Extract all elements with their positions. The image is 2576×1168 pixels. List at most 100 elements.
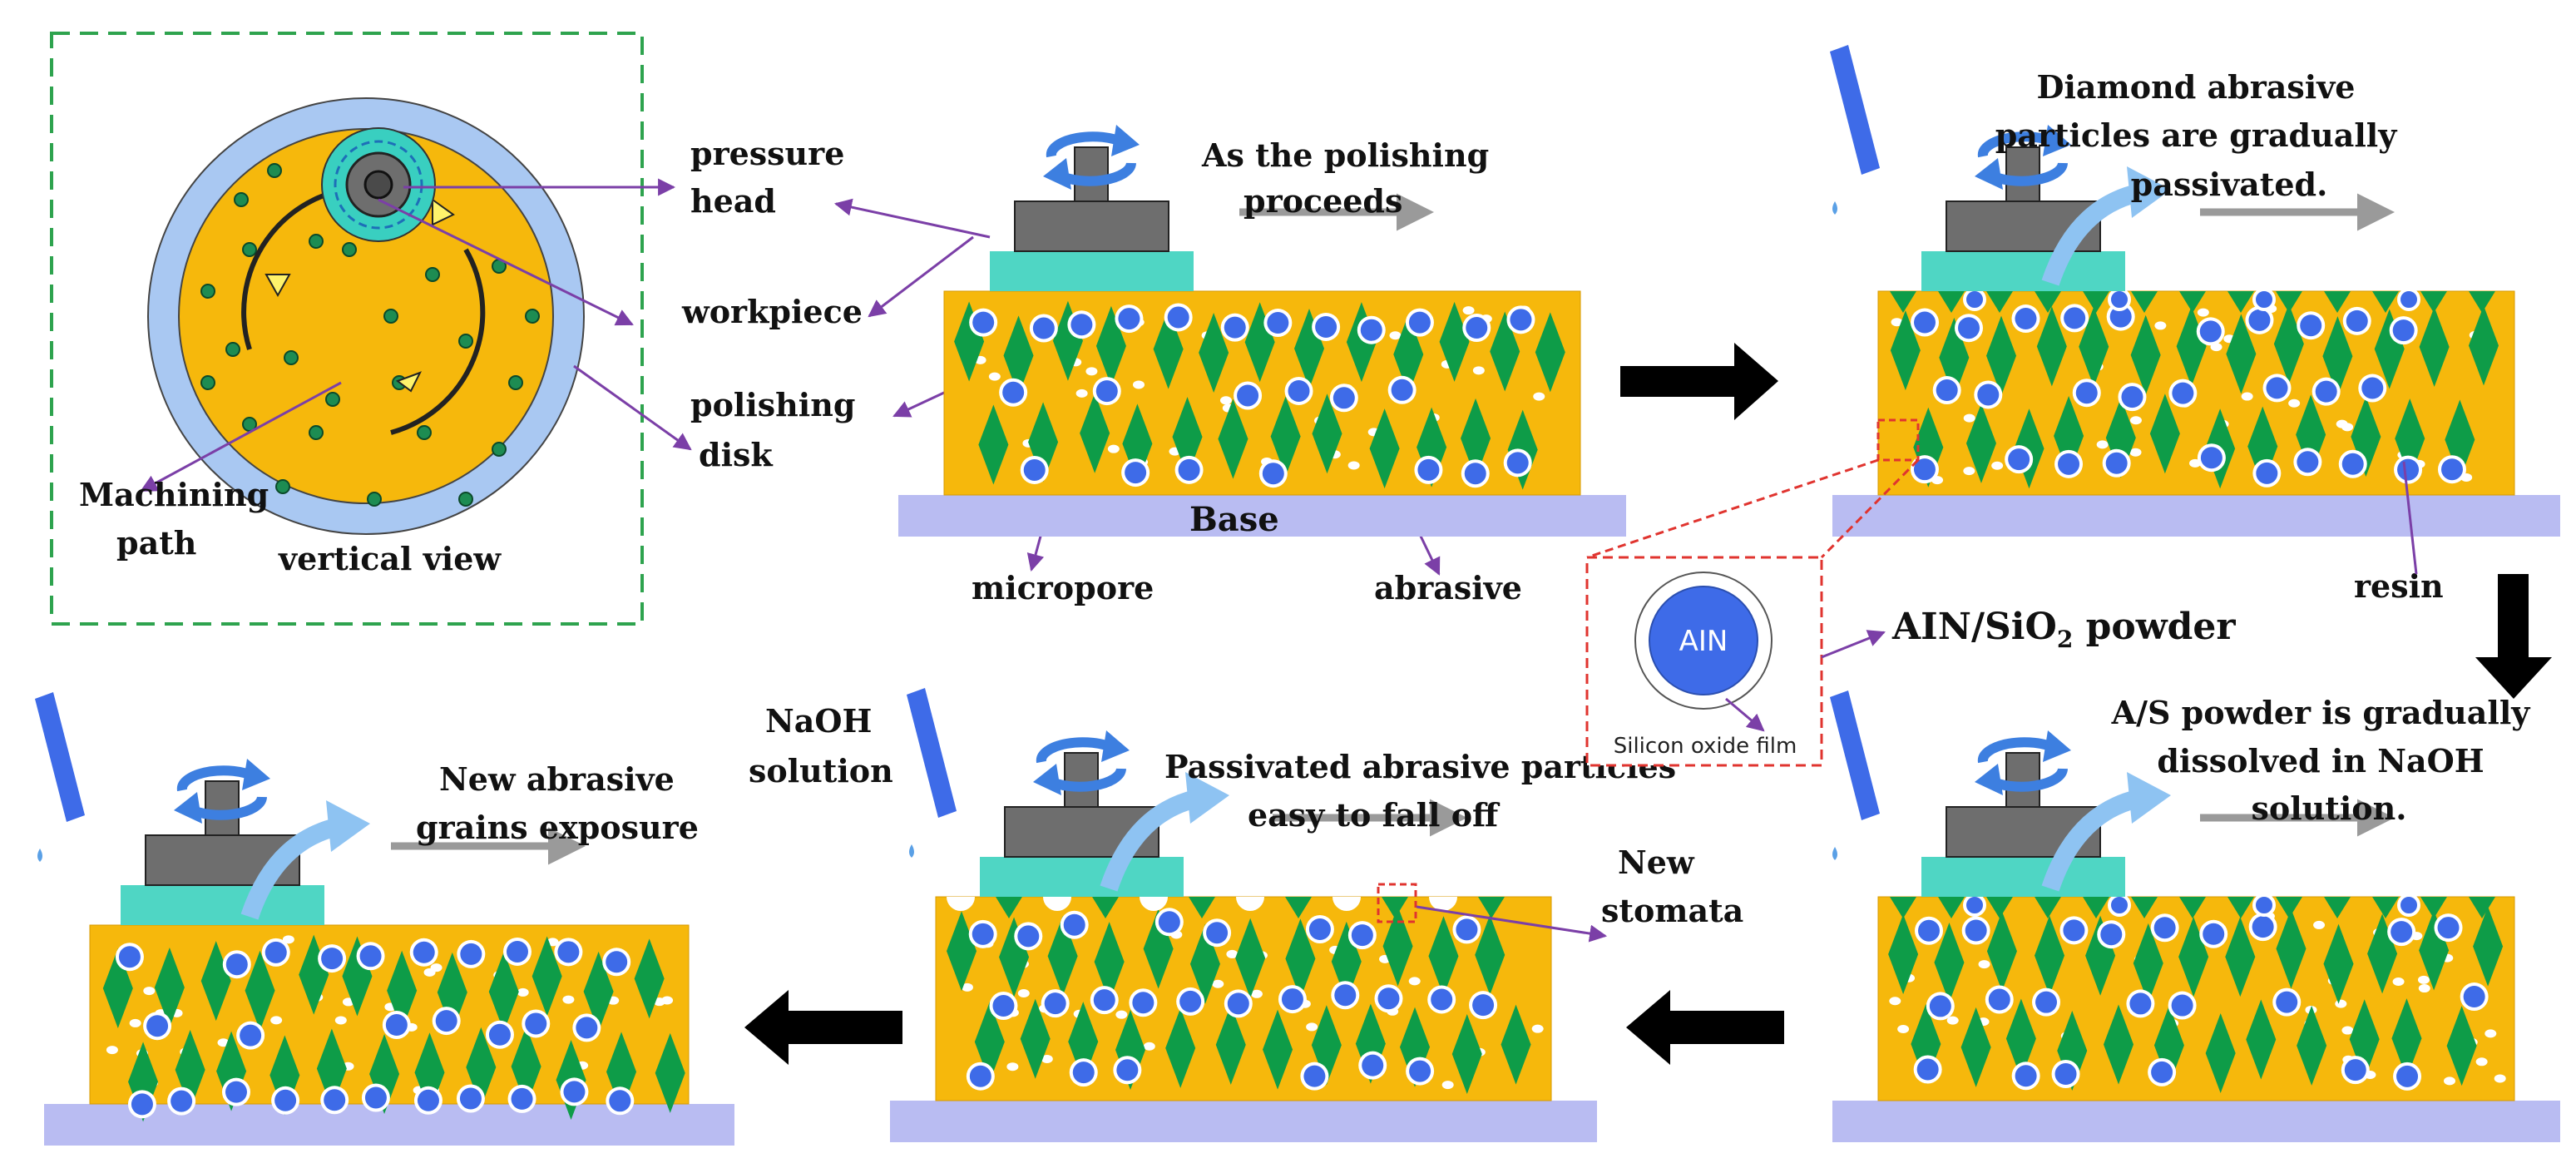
abrasive-grain	[634, 938, 665, 1019]
abrasive-grain	[2130, 314, 2161, 395]
abrasive-grain	[2205, 1013, 2236, 1094]
stage1-caption-line2: proceeds	[1244, 182, 1402, 220]
micropore-dot	[2392, 977, 2405, 987]
stage5-caption-line1: New abrasive	[439, 760, 675, 798]
callout-arrow	[1416, 905, 1608, 943]
rotation-arrow-head	[2043, 125, 2071, 156]
micropore-dot	[2485, 1029, 2497, 1038]
zoom-connector	[1820, 458, 1920, 559]
aln-pore	[1044, 992, 1066, 1015]
passivated-grain	[1092, 897, 1119, 918]
abrasive-dot	[275, 479, 290, 494]
abrasive-grain	[1369, 408, 1400, 489]
passivated-grain	[2179, 291, 2206, 313]
aln-pore	[225, 953, 248, 976]
aln-pore	[1332, 387, 1355, 409]
aln-pore	[1472, 994, 1495, 1017]
micropore-dot	[2335, 999, 2347, 1008]
abrasive-grain	[1165, 1007, 1196, 1088]
abrasive-grain	[1215, 1004, 1246, 1085]
surface-pore	[2108, 893, 2131, 917]
aln-pore	[2105, 452, 2128, 474]
micropore-dot	[2341, 1026, 2354, 1035]
aln-pore	[1957, 317, 1980, 339]
abrasive-grain	[2297, 1005, 2327, 1086]
abrasive-grain	[2226, 314, 2257, 394]
abrasive-grain	[2225, 917, 2256, 997]
aln-core-circle	[1649, 586, 1758, 695]
aln-pore	[1267, 312, 1289, 334]
micropore-dot	[1389, 331, 1402, 340]
aln-pore	[969, 1065, 991, 1087]
abrasive-grain	[947, 911, 977, 992]
rotation-arrow	[1036, 737, 1117, 764]
top-view-panel	[50, 32, 644, 626]
aln-pore	[2199, 320, 2222, 343]
powder-pointer	[1821, 630, 1886, 659]
passivated-grain	[2372, 291, 2399, 313]
abrasive-dot	[267, 163, 282, 178]
micropore-dot	[517, 987, 529, 997]
aln-pore	[2397, 458, 2420, 481]
micropore-dot	[2475, 1057, 2488, 1067]
new-stoma	[1140, 897, 1168, 911]
abrasive-grain	[1312, 393, 1342, 474]
callout-arrow	[833, 198, 991, 239]
powder-label-main: AIN/SiO	[1891, 606, 2057, 648]
workpiece	[1921, 857, 2125, 897]
naoh-nozzle	[907, 688, 957, 818]
label-pressure: pressure	[690, 135, 844, 172]
aln-pore	[1002, 381, 1025, 403]
silicon-oxide-film-label: Silicon oxide film	[1614, 734, 1797, 759]
machining-path-arc-right	[390, 248, 486, 435]
abrasive-grain	[1986, 315, 2017, 396]
surface-pore	[1963, 893, 1986, 917]
aln-pore	[525, 1012, 547, 1035]
abrasive-dot	[458, 492, 473, 507]
aln-pore	[2153, 917, 2176, 939]
aln-pore	[1929, 995, 1951, 1017]
micropore-dot	[661, 996, 674, 1005]
stage2	[1830, 45, 2560, 537]
micropore-dot	[1041, 1054, 1053, 1063]
abrasive-dot	[508, 375, 523, 390]
top-view-frame	[50, 32, 644, 626]
rotation-arrow-head	[1101, 730, 1130, 762]
stage2-caption-line3: passivated.	[2131, 166, 2328, 203]
rotation-arrow-head	[242, 759, 270, 790]
abrasive-grain	[1199, 312, 1229, 393]
abrasive-grain	[655, 1032, 685, 1113]
flow-arrow-head	[1185, 772, 1229, 824]
abrasive-grain	[2446, 1006, 2477, 1086]
flow-arrow-head	[2127, 772, 2171, 824]
aln-pore	[1377, 987, 1400, 1010]
abrasive-grain	[2323, 923, 2354, 1004]
abrasive-grain	[1934, 923, 1965, 1003]
aln-pore	[2151, 1061, 2173, 1083]
aln-pore	[1936, 379, 1958, 402]
micropore-dot	[106, 1046, 118, 1055]
aln-pore	[2252, 916, 2274, 938]
surface-pore	[2252, 893, 2276, 917]
abrasive-grain	[1428, 916, 1459, 997]
aln-pore	[2129, 992, 2152, 1015]
aln-pore	[563, 1081, 586, 1103]
new-stoma	[1429, 897, 1457, 911]
passivated-grain	[2179, 897, 2206, 918]
rotation-arrow-head	[1043, 158, 1071, 190]
aln-pore	[2054, 1063, 2077, 1086]
micropore-dot	[1963, 413, 1975, 423]
passivated-grain	[2324, 897, 2351, 918]
passivated-grain	[1189, 897, 1215, 918]
micropore-dot	[2417, 975, 2430, 984]
aln-pore	[992, 995, 1015, 1017]
aln-pore	[2297, 451, 2319, 473]
aln-pore	[2391, 921, 2413, 943]
micropore-dot	[282, 935, 294, 944]
abrasive-grain	[2391, 998, 2422, 1079]
abrasive-grain	[2468, 305, 2499, 386]
spindle	[2005, 752, 2040, 808]
passivated-grain	[2276, 897, 2302, 918]
aln-pore	[1408, 311, 1431, 334]
abrasive-grain	[1080, 393, 1110, 473]
